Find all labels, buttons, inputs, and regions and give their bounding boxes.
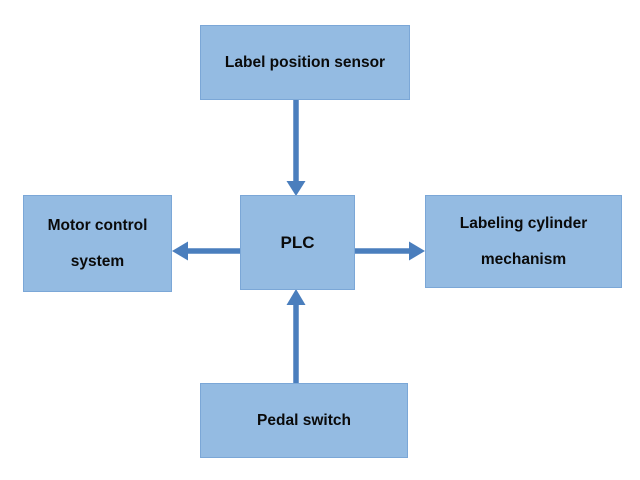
node-motor-control-system: Motor control system [23, 195, 172, 292]
node-pedal-switch: Pedal switch [200, 383, 408, 458]
node-plc: PLC [240, 195, 355, 290]
node-labeling-cylinder-mechanism: Labeling cylinder mechanism [425, 195, 622, 288]
arrow-plc-to-cylinder [355, 241, 425, 261]
node-label: Labeling cylinder mechanism [459, 214, 588, 268]
arrow-sensor-to-plc [286, 100, 306, 196]
node-label: PLC [280, 232, 315, 252]
arrow-pedal-to-plc [286, 289, 306, 383]
node-label-position-sensor: Label position sensor [200, 25, 410, 100]
node-label: Motor control system [47, 216, 148, 270]
arrow-plc-to-motor [172, 241, 240, 261]
node-label: Label position sensor [224, 53, 386, 71]
node-label: Pedal switch [257, 411, 351, 429]
